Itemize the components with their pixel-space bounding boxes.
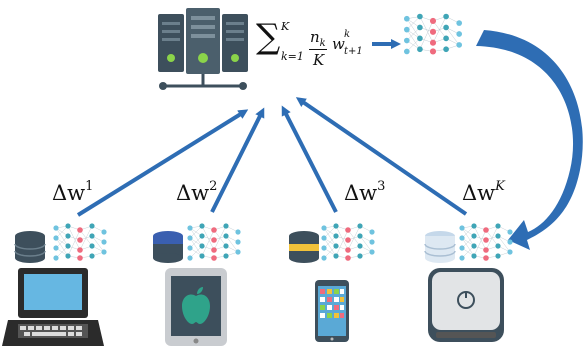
global-model-network-icon — [403, 13, 463, 56]
sum-upper-limit: K — [281, 20, 290, 33]
update-label-k: ΔwK — [462, 179, 505, 205]
local-model-network-icon — [186, 222, 242, 262]
database-icon — [424, 231, 456, 263]
sum-symbol: ∑ — [256, 17, 281, 57]
client-2 — [153, 222, 242, 346]
update-arrow-2 — [210, 107, 265, 213]
local-model-network-icon — [52, 222, 108, 262]
local-model-network-icon — [320, 222, 376, 262]
fraction-bar — [309, 49, 327, 50]
database-icon — [289, 231, 319, 263]
weight-subscript: t+1 — [344, 46, 363, 57]
update-label-1: Δw1 — [52, 179, 94, 205]
database-icon — [153, 231, 183, 263]
database-icon — [14, 231, 46, 263]
update-arrow-k — [295, 97, 468, 216]
weight-symbol: w — [332, 35, 345, 53]
apple-logo-icon — [182, 287, 210, 324]
update-arrow-1 — [76, 109, 249, 217]
update-label-2: Δw2 — [176, 179, 218, 205]
update-arrow-3 — [281, 105, 338, 213]
update-label-3: Δw3 — [344, 179, 386, 205]
weight-superscript: k — [344, 29, 351, 40]
sum-lower-limit: k=1 — [281, 50, 304, 63]
fraction-denominator: K — [313, 51, 325, 69]
desktop-box-icon — [428, 268, 504, 342]
numerator-subscript: k — [319, 38, 326, 49]
server-icon — [158, 8, 248, 90]
tablet-icon — [165, 268, 227, 346]
client-1 — [2, 222, 108, 346]
phone-icon — [315, 280, 349, 342]
client-3 — [289, 222, 376, 342]
laptop-icon — [2, 268, 104, 346]
local-model-network-icon — [458, 222, 514, 262]
fraction-numerator: nk — [310, 28, 326, 49]
broadcast-arrow — [476, 30, 583, 250]
client-k — [424, 222, 514, 342]
